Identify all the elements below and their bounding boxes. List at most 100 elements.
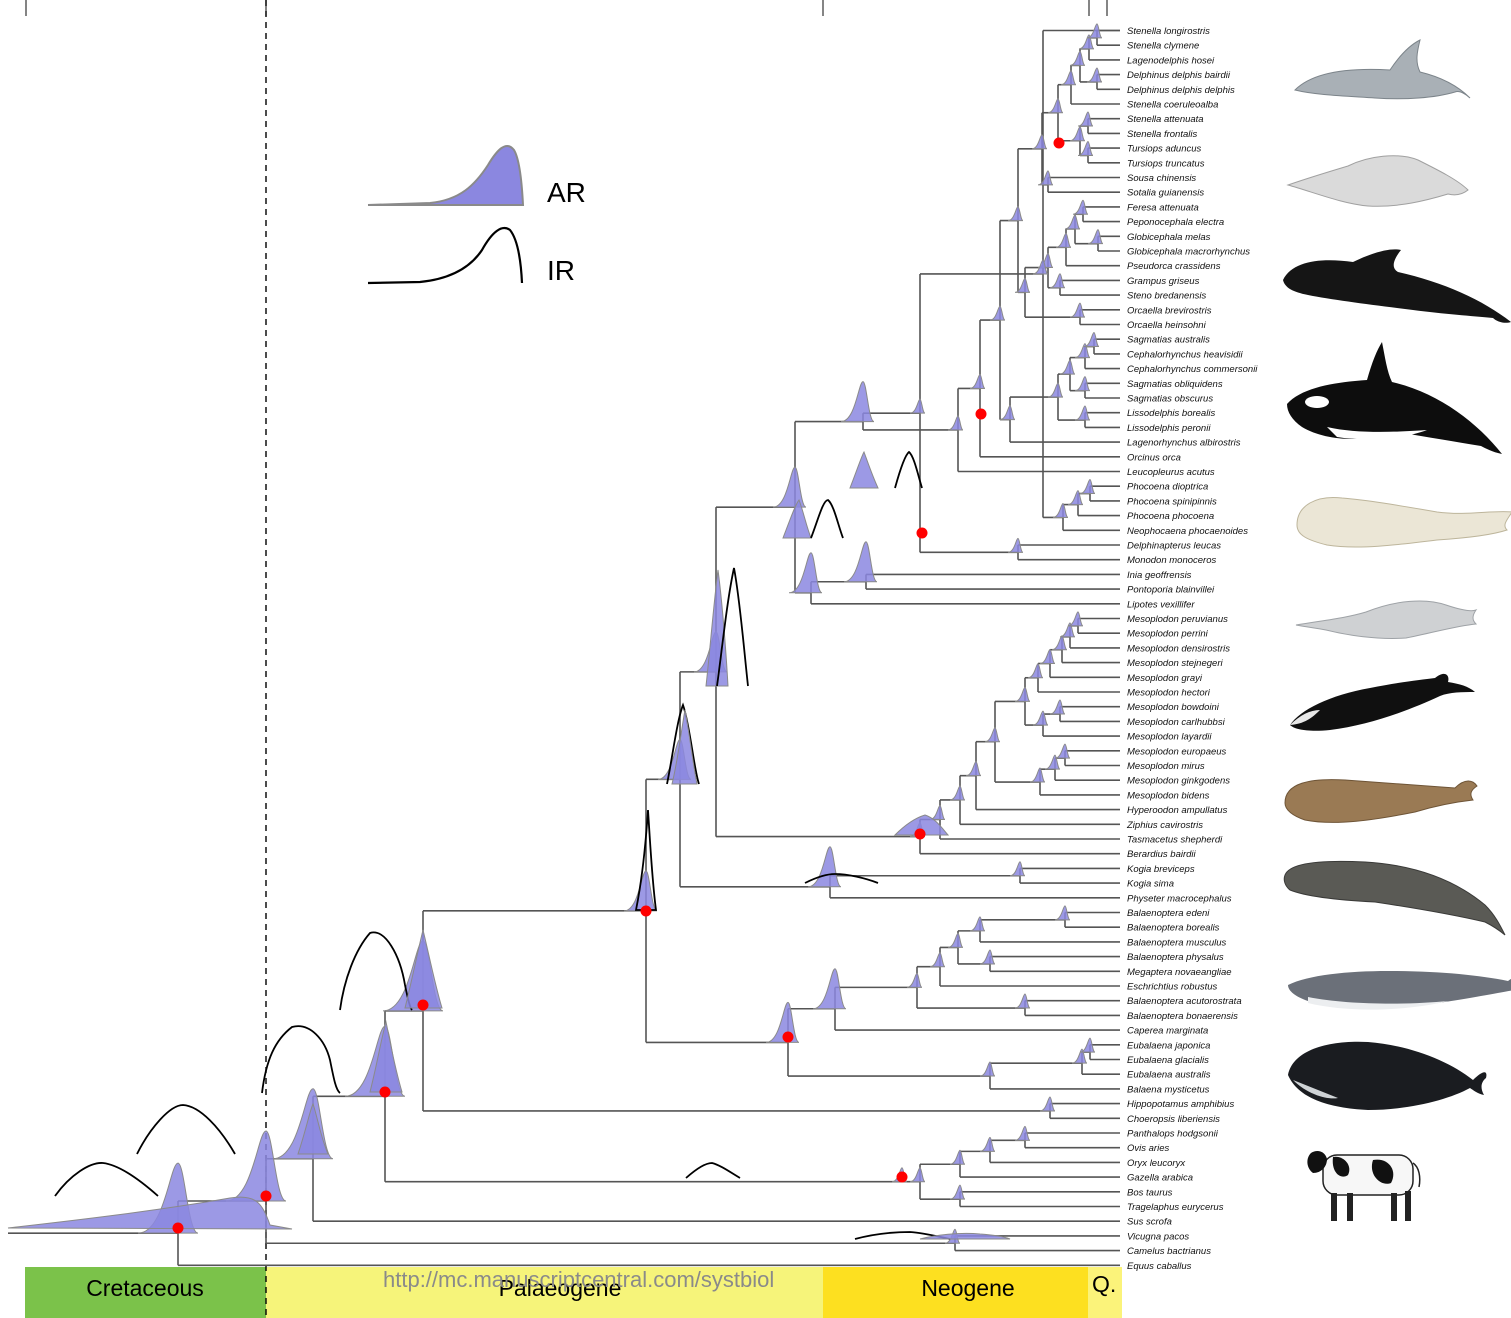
taxon-label: Mesoplodon perrini [1127,629,1209,640]
taxon-label: Lissodelphis peronii [1127,423,1211,434]
taxon-label: Sagmatias obscurus [1127,394,1213,405]
calibration-marker [641,906,652,917]
beluga-illustration [1297,497,1511,547]
taxon-label: Sotalia guianensis [1127,188,1204,199]
taxon-label: Sousa chinensis [1127,173,1196,184]
taxon-label: Lissodelphis borealis [1127,408,1215,419]
ar-density [850,452,878,488]
ar-density [1070,127,1085,141]
ar-density [1008,207,1023,221]
calibration-marker [418,1000,429,1011]
legend-ir-curve [368,228,522,283]
ar-density [920,1233,1010,1239]
taxon-label: Mesoplodon mirus [1127,761,1205,772]
taxon-label: Ovis aries [1127,1143,1169,1154]
ar-density [990,306,1005,320]
ar-density [8,1197,292,1229]
taxon-label: Balaenoptera edeni [1127,908,1210,919]
legend-ir-label: IR [547,255,575,286]
taxon-label: Mesoplodon bowdoini [1127,702,1220,713]
taxon-label: Tasmacetus shepherdi [1127,835,1223,846]
dolphin-illustration [1295,40,1470,99]
taxon-label: Kogia breviceps [1127,864,1195,875]
taxon-label: Eschrichtius robustus [1127,982,1218,993]
taxon-label: Stenella longirostris [1127,26,1210,37]
taxon-label: Phocoena dioptrica [1127,482,1208,493]
ir-density [811,500,843,538]
taxon-label: Oryx leucoryx [1127,1158,1186,1169]
ar-density [948,416,963,430]
pilot-whale-illustration [1283,249,1511,322]
taxon-label: Bos taurus [1127,1187,1173,1198]
ar-density [1000,406,1015,420]
taxon-label: Ziphius cavirostris [1126,820,1203,831]
taxon-label: Monodon monoceros [1127,555,1216,566]
ar-density [1033,711,1048,725]
taxon-label: Mesoplodon europaeus [1127,746,1227,757]
ar-density [1028,664,1043,678]
taxon-label: Caperea marginata [1127,1026,1208,1037]
legend-ar-curve [368,146,523,205]
ar-density [1061,71,1076,85]
ir-density [686,1163,740,1178]
taxon-label: Panthalops hodgsonii [1127,1129,1219,1140]
taxon-label: Tursiops aduncus [1127,144,1202,155]
calibration-marker [173,1223,184,1234]
ar-density [930,953,945,967]
taxon-label: Mesoplodon layardii [1127,732,1212,743]
taxon-label: Delphinapterus leucas [1127,541,1221,552]
ar-density [930,805,945,819]
ar-density [1068,491,1083,505]
taxon-label: Steno bredanensis [1127,291,1206,302]
taxon-label: Inia geoffrensis [1127,570,1192,581]
sperm-whale-illustration [1284,861,1505,935]
ar-density [808,847,841,887]
ir-density [262,1026,340,1093]
taxon-label: Berardius bairdii [1127,849,1197,860]
taxon-label: Orcinus orca [1127,452,1181,463]
taxon-label: Balaenoptera physalus [1127,952,1224,963]
ar-density [813,969,846,1009]
ar-density [1048,99,1063,113]
taxon-label: Balaenoptera borealis [1127,923,1220,934]
watermark: http://mc.manuscriptcentral.com/systbiol [383,1267,774,1292]
taxon-label: Mesoplodon densirostris [1127,643,1230,654]
ar-density [948,933,963,947]
boundary-ticks [26,0,1107,16]
calibration-marker [897,1172,908,1183]
ar-density [789,553,822,593]
taxon-label: Mesoplodon grayi [1127,673,1203,684]
ir-density [137,1105,235,1154]
taxon-label: Leucopleurus acutus [1127,467,1215,478]
taxon-label: Stenella attenuata [1127,114,1204,125]
taxon-label: Stenella frontalis [1127,129,1197,140]
taxon-label: Feresa attenuata [1127,202,1199,213]
taxon-label: Delphinus delphis delphis [1127,85,1235,96]
calibration-marker [380,1087,391,1098]
ar-density [980,1062,995,1076]
calibration-marker [917,528,928,539]
taxon-label: Eubalaena australis [1127,1070,1211,1081]
period-label-neogene: Neogene [921,1275,1014,1301]
taxon-label: Mesoplodon bidens [1127,790,1210,801]
calibration-marker [1054,138,1065,149]
calibration-marker [976,409,987,420]
ar-density [1070,51,1085,65]
ar-density [907,973,922,987]
taxon-label: Choeropsis liberiensis [1127,1114,1220,1125]
taxon-label: Cephalorhynchus heavisidii [1127,349,1244,360]
taxon-label: Tursiops truncatus [1127,158,1205,169]
ir-density [895,452,922,488]
orca-illustration [1287,342,1502,454]
taxon-label: Vicugna pacos [1127,1231,1189,1242]
legend: AR IR [368,146,586,286]
ar-density [1048,383,1063,397]
taxon-label: Orcaella brevirostris [1127,305,1212,316]
taxon-label: Sagmatias australis [1127,335,1210,346]
rorqual-illustration [1288,971,1511,1010]
taxon-label: Stenella coeruleoalba [1127,100,1218,111]
taxon-label: Mesoplodon ginkgodens [1127,776,1230,787]
taxon-label: Stenella clymene [1127,41,1199,52]
taxon-label: Kogia sima [1127,879,1174,890]
taxon-label: Phocoena phocoena [1127,511,1214,522]
